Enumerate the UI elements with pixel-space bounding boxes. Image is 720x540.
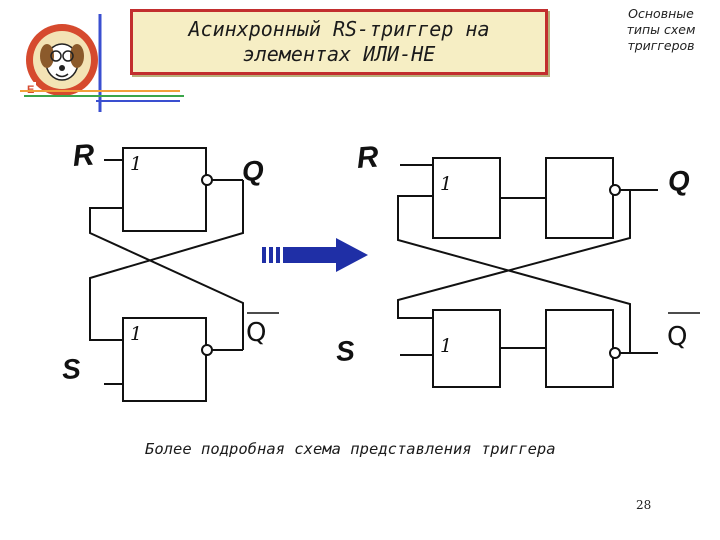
left-input-s-label: S <box>61 353 82 385</box>
left-input-r-label: R <box>72 139 96 173</box>
caption: Более подробная схема представления триг… <box>145 440 556 458</box>
dog-mascot-logo: E <box>26 24 98 96</box>
subtitle-line-3: триггеров <box>627 38 695 53</box>
left-circuit <box>89 147 244 402</box>
right-output-q-bar-label: Q <box>667 322 687 352</box>
left-gate-bottom <box>122 317 207 402</box>
title-line-1: Асинхронный RS-триггер на <box>188 17 490 41</box>
right-top-inversion-bubble <box>609 184 621 196</box>
left-gate-top <box>122 147 207 232</box>
left-output-q-label: Q <box>241 155 265 187</box>
left-output-q-bar-label: Q <box>246 318 266 348</box>
left-top-inversion-bubble <box>201 174 213 186</box>
subtitle-line-2: типы схем <box>626 22 696 37</box>
right-input-s-label: S <box>335 335 356 367</box>
right-circuit <box>397 157 658 388</box>
right-bottom-inversion-bubble <box>609 347 621 359</box>
title-line-2: элементах ИЛИ-НЕ <box>242 42 436 66</box>
subtitle: Основные типы схем триггеров <box>606 6 716 54</box>
transform-arrow <box>262 238 368 272</box>
right-output-q-label: Q <box>667 165 691 197</box>
right-gate-b-top <box>545 157 614 239</box>
page-number: 28 <box>636 498 652 512</box>
title-box: Асинхронный RS-триггер на элементах ИЛИ-… <box>130 9 548 75</box>
right-gate-bottom-label: 1 <box>440 335 452 357</box>
left-bottom-inversion-bubble <box>201 344 213 356</box>
right-gate-a-top <box>432 157 501 239</box>
right-gate-a-bottom <box>432 309 501 388</box>
right-gate-b-bottom <box>545 309 614 388</box>
subtitle-line-1: Основные <box>628 6 694 21</box>
right-input-r-label: R <box>356 141 380 175</box>
right-gate-top-label: 1 <box>440 173 452 195</box>
left-gate-top-label: 1 <box>130 153 142 175</box>
left-gate-bottom-label: 1 <box>130 323 142 345</box>
